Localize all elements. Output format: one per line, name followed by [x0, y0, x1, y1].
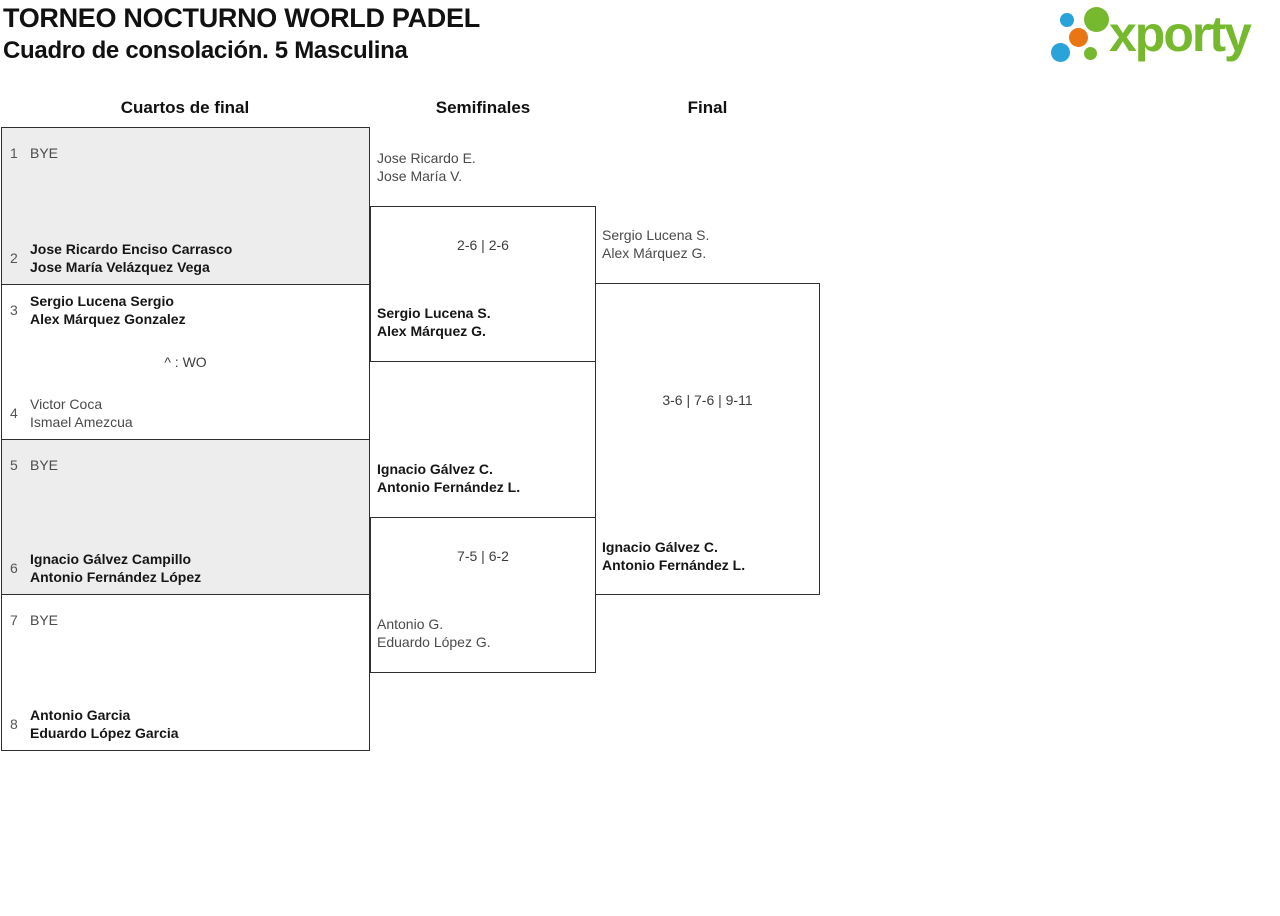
round-header-semifinales: Semifinales	[435, 98, 531, 117]
xporty-logo[interactable]: xporty	[1045, 0, 1280, 76]
team-label-sf1-bottom: Sergio Lucena S. Alex Márquez G.	[377, 304, 593, 340]
round-header-final: Final	[687, 98, 728, 117]
seed-number: 2	[10, 250, 18, 266]
player-name: Ismael Amezcua	[30, 414, 133, 430]
player-name: Antonio Garcia	[30, 707, 131, 723]
player-name: Eduardo López Garcia	[30, 725, 179, 741]
team-label-sf2-top: Ignacio Gálvez C. Antonio Fernández L.	[377, 460, 593, 496]
match-box-final	[595, 283, 820, 595]
player-name: Alex Márquez G.	[377, 323, 486, 339]
bracket-subtitle: Cuadro de consolación. 5 Masculina	[3, 37, 408, 64]
match-box-quarterfinal-4: 7 BYE 8 Antonio Garcia Eduardo López Gar…	[1, 594, 370, 751]
tournament-title: TORNEO NOCTURNO WORLD PADEL	[3, 3, 480, 33]
team-entry-seed-6: 6 Ignacio Gálvez Campillo Antonio Fernán…	[10, 550, 359, 586]
logo-dot-orange	[1069, 28, 1088, 47]
team-names: Jose Ricardo Enciso Carrasco Jose María …	[30, 240, 359, 276]
match-result-note-walkover: ^ : WO	[164, 354, 207, 370]
player-name: Sergio Lucena S.	[377, 305, 491, 321]
match-box-quarterfinal-1: 1 BYE 2 Jose Ricardo Enciso Carrasco Jos…	[1, 127, 370, 285]
player-name: Victor Coca	[30, 396, 103, 412]
team-names: BYE	[30, 447, 359, 483]
logo-dot-green-small	[1084, 47, 1097, 60]
player-name: Sergio Lucena Sergio	[30, 293, 174, 309]
player-name: Alex Márquez Gonzalez	[30, 311, 186, 327]
seed-number: 8	[10, 716, 18, 732]
team-names: Sergio Lucena Sergio Alex Márquez Gonzal…	[30, 292, 359, 328]
player-name: Ignacio Gálvez C.	[377, 461, 493, 477]
player-name: Antonio Fernández L.	[602, 557, 746, 573]
seed-number: 4	[10, 405, 18, 421]
seed-number: 5	[10, 457, 18, 473]
team-names: Antonio Garcia Eduardo López Garcia	[30, 706, 359, 742]
seed-number: 3	[10, 302, 18, 318]
player-name: BYE	[30, 612, 59, 628]
team-entry-seed-2: 2 Jose Ricardo Enciso Carrasco Jose Marí…	[10, 240, 359, 276]
player-name: Jose María Velázquez Vega	[30, 259, 210, 275]
team-entry-seed-3: 3 Sergio Lucena Sergio Alex Márquez Gonz…	[10, 292, 359, 328]
team-names: BYE	[30, 602, 359, 638]
logo-dot-blue-medium	[1051, 43, 1070, 62]
player-name: Jose María V.	[377, 168, 463, 184]
team-entry-seed-7: 7 BYE	[10, 602, 359, 638]
match-box-quarterfinal-2: 3 Sergio Lucena Sergio Alex Márquez Gonz…	[1, 284, 370, 440]
player-name: Eduardo López G.	[377, 634, 491, 650]
team-names: Victor Coca Ismael Amezcua	[30, 395, 359, 431]
player-name: BYE	[30, 145, 59, 161]
seed-number: 7	[10, 612, 18, 628]
match-score-final: 3-6 | 7-6 | 9-11	[662, 392, 753, 408]
logo-dot-green-large	[1084, 7, 1109, 32]
seed-number: 6	[10, 560, 18, 576]
team-entry-seed-1: 1 BYE	[10, 135, 359, 171]
seed-number: 1	[10, 145, 18, 161]
player-name: Sergio Lucena S.	[602, 227, 710, 243]
player-name: Ignacio Gálvez C.	[602, 539, 718, 555]
team-entry-seed-8: 8 Antonio Garcia Eduardo López Garcia	[10, 706, 359, 742]
player-name: Antonio Fernández López	[30, 569, 202, 585]
match-score-semifinal-2: 7-5 | 6-2	[457, 548, 509, 564]
match-box-quarterfinal-3: 5 BYE 6 Ignacio Gálvez Campillo Antonio …	[1, 439, 370, 595]
match-box-semifinal-2	[370, 517, 596, 673]
player-name: Antonio G.	[377, 616, 444, 632]
team-label-sf2-bottom: Antonio G. Eduardo López G.	[377, 615, 593, 651]
team-names: BYE	[30, 135, 359, 171]
team-entry-seed-5: 5 BYE	[10, 447, 359, 483]
player-name: BYE	[30, 457, 59, 473]
logo-dot-blue-small	[1060, 13, 1074, 27]
team-entry-seed-4: 4 Victor Coca Ismael Amezcua	[10, 395, 359, 431]
team-label-sf1-top: Jose Ricardo E. Jose María V.	[377, 149, 593, 185]
player-name: Alex Márquez G.	[602, 245, 707, 261]
team-label-final-bottom: Ignacio Gálvez C. Antonio Fernández L.	[602, 538, 818, 574]
team-label-final-top: Sergio Lucena S. Alex Márquez G.	[602, 226, 818, 262]
player-name: Ignacio Gálvez Campillo	[30, 551, 192, 567]
xporty-wordmark: xporty	[1109, 6, 1252, 62]
match-score-semifinal-1: 2-6 | 2-6	[457, 237, 509, 253]
team-names: Ignacio Gálvez Campillo Antonio Fernánde…	[30, 550, 359, 586]
player-name: Antonio Fernández L.	[377, 479, 521, 495]
player-name: Jose Ricardo Enciso Carrasco	[30, 241, 233, 257]
round-header-cuartos-de-final: Cuartos de final	[120, 98, 250, 117]
player-name: Jose Ricardo E.	[377, 150, 476, 166]
